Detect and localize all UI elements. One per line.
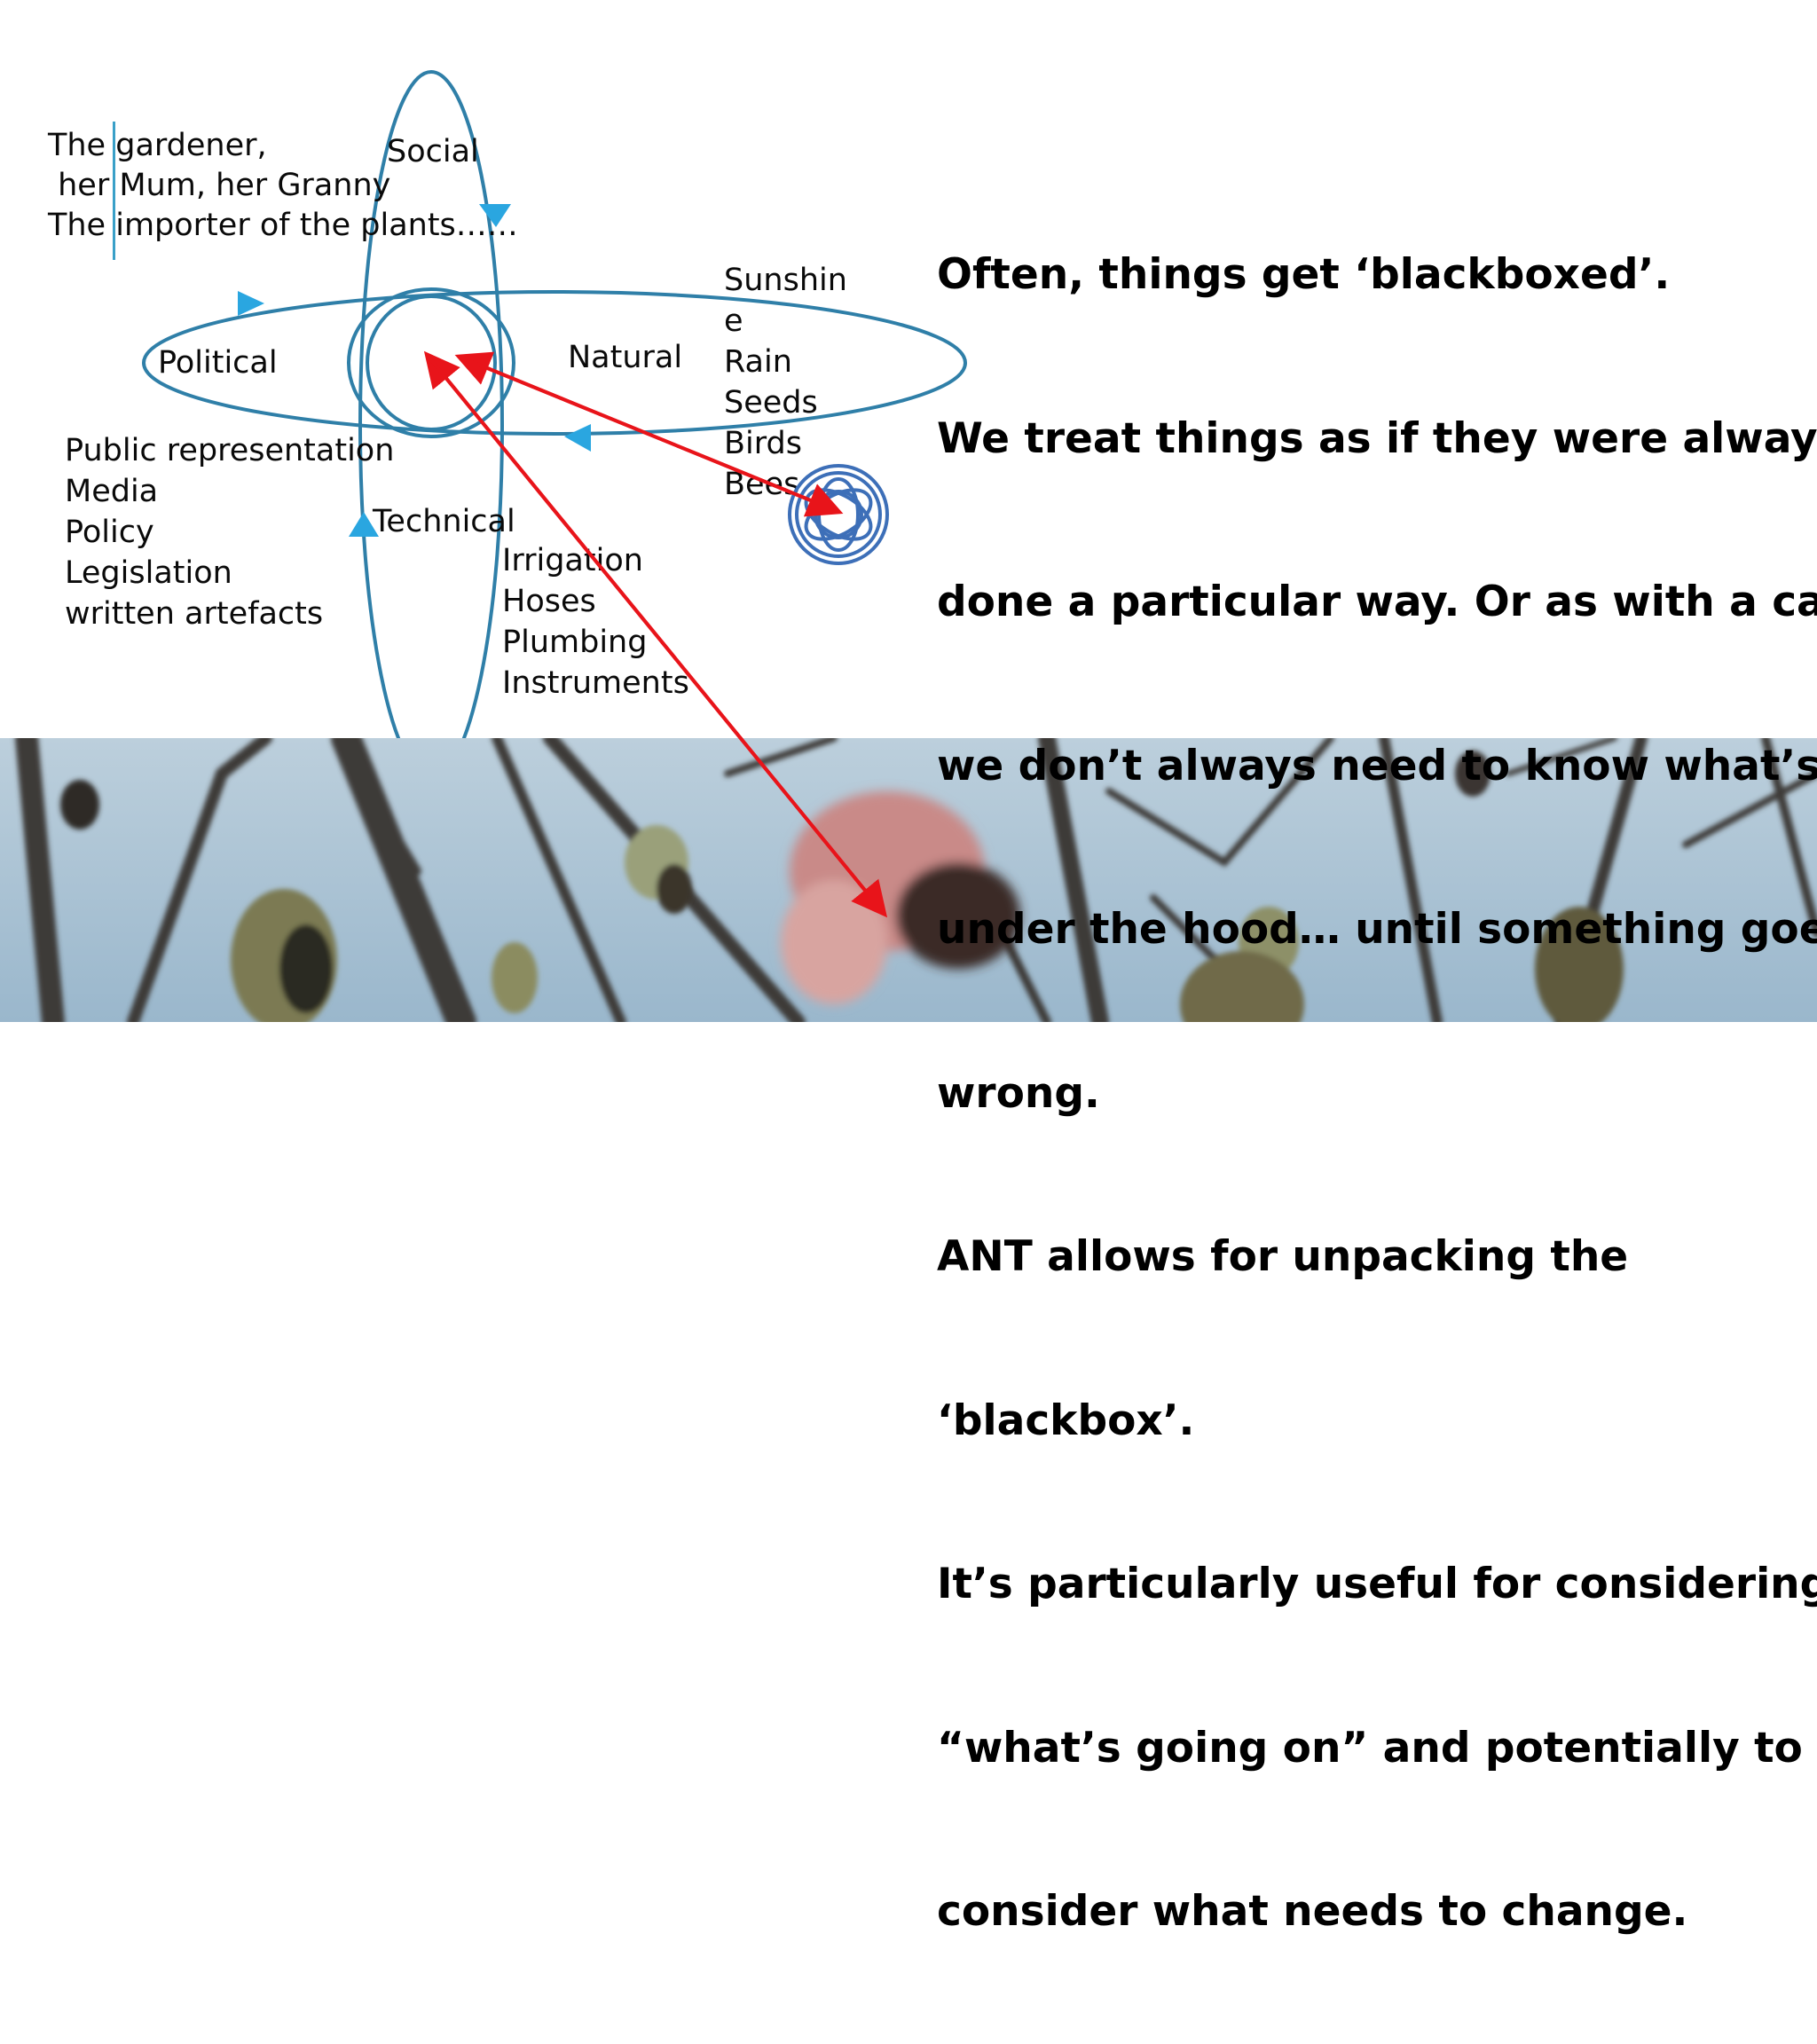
core-inner-ellipse (347, 287, 515, 438)
arrowhead-icon (564, 424, 591, 452)
slide: Social Political Natural Technical The g… (0, 70, 1817, 1936)
political-text-line: Media (65, 474, 159, 509)
technical-text-line: Irrigation (502, 543, 643, 578)
social-text-divider (113, 122, 115, 260)
label-technical: Technical (373, 504, 515, 539)
body-line: done a particular way. Or as with a car, (937, 578, 1817, 626)
body-line: It’s particularly useful for considering (937, 1560, 1817, 1608)
body-line: consider what needs to change. (937, 1887, 1688, 1936)
natural-text-line: e (724, 303, 743, 339)
magnolia-photo (0, 738, 1817, 1022)
natural-text-line: Rain (724, 344, 792, 380)
body-line: “what’s going on” and potentially to (937, 1723, 1803, 1773)
label-natural: Natural (568, 340, 683, 375)
technical-text-line: Plumbing (502, 625, 648, 660)
social-text-line: her Mum, her Granny (48, 168, 391, 203)
technical-text-line: Instruments (502, 665, 689, 701)
body-line: We treat things as if they were always (937, 413, 1817, 463)
magnolia-branches-image (0, 738, 1817, 1022)
political-text-line: Legislation (65, 555, 232, 591)
body-line: under the hood… until something goes (937, 905, 1817, 954)
blackbox-explanation: Often, things get ‘blackboxed’. We treat… (937, 138, 1817, 2044)
arrowhead-icon (238, 291, 264, 316)
core-inner-ellipse (366, 295, 497, 431)
political-text-line: Policy (65, 515, 154, 550)
social-text-line: The importer of the plants…… (48, 208, 518, 243)
natural-text-line: Sunshin (724, 263, 847, 298)
technical-text-line: Hoses (502, 584, 596, 619)
social-text-line: The gardener, (48, 128, 267, 163)
body-line: Often, things get ‘blackboxed’. (937, 250, 1671, 299)
body-line: ‘blackbox’. (937, 1395, 1195, 1445)
body-line: ANT allows for unpacking the (937, 1232, 1629, 1281)
political-text-line: Public representation (65, 433, 395, 468)
blackbox-knot-icon (788, 464, 889, 565)
political-text-line: written artefacts (65, 596, 324, 632)
label-political: Political (158, 345, 278, 381)
body-line: wrong. (937, 1068, 1100, 1118)
body-line: we don’t always need to know what’s (937, 741, 1817, 790)
label-social: Social (387, 134, 479, 169)
natural-text-line: Seeds (724, 385, 818, 421)
